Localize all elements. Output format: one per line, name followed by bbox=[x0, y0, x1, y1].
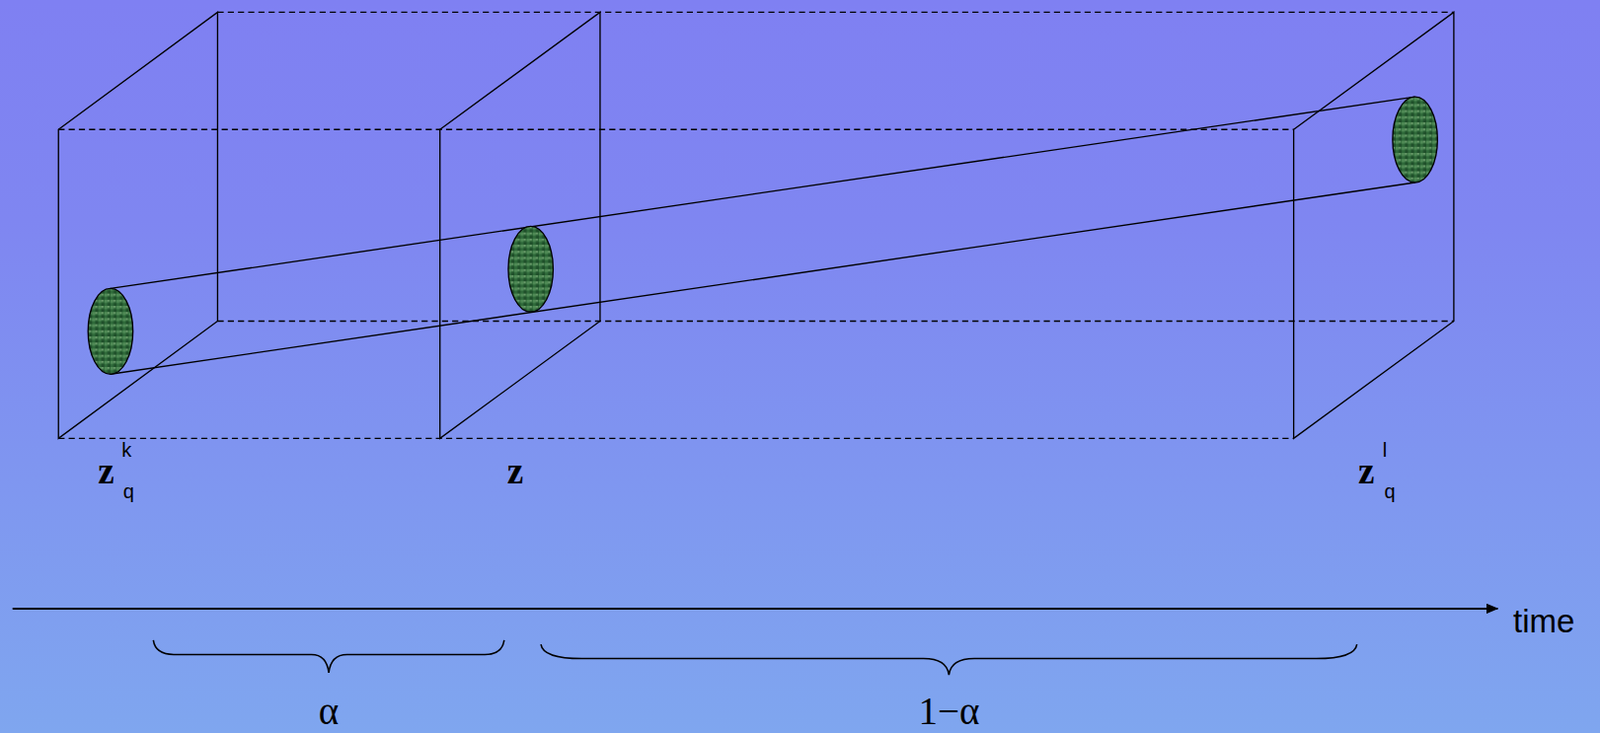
frame-plane bbox=[58, 11, 218, 439]
subscript-index: q bbox=[1383, 481, 1395, 502]
interval-label: α bbox=[318, 691, 339, 731]
frame-plane bbox=[1294, 11, 1454, 439]
subscript-index: q bbox=[123, 481, 135, 502]
superscript-index: k bbox=[121, 440, 132, 460]
superscript-index: l bbox=[1382, 440, 1387, 460]
trajectory-line bbox=[110, 96, 1416, 289]
frame-symbol: z bbox=[1358, 453, 1374, 490]
time-axis bbox=[12, 608, 1499, 610]
interval-brace bbox=[540, 644, 1358, 676]
image-patch bbox=[1392, 96, 1438, 183]
interval-brace bbox=[152, 640, 504, 674]
trajectory-line bbox=[110, 182, 1416, 375]
axis-label: time bbox=[1513, 605, 1575, 638]
frame-symbol: z bbox=[507, 453, 524, 490]
frame-plane bbox=[440, 11, 601, 439]
prism-edges bbox=[58, 11, 1454, 439]
interval-label: 1−α bbox=[917, 691, 980, 731]
frame-symbol: z bbox=[97, 453, 114, 490]
image-patch bbox=[508, 226, 553, 312]
image-patch bbox=[87, 288, 133, 375]
